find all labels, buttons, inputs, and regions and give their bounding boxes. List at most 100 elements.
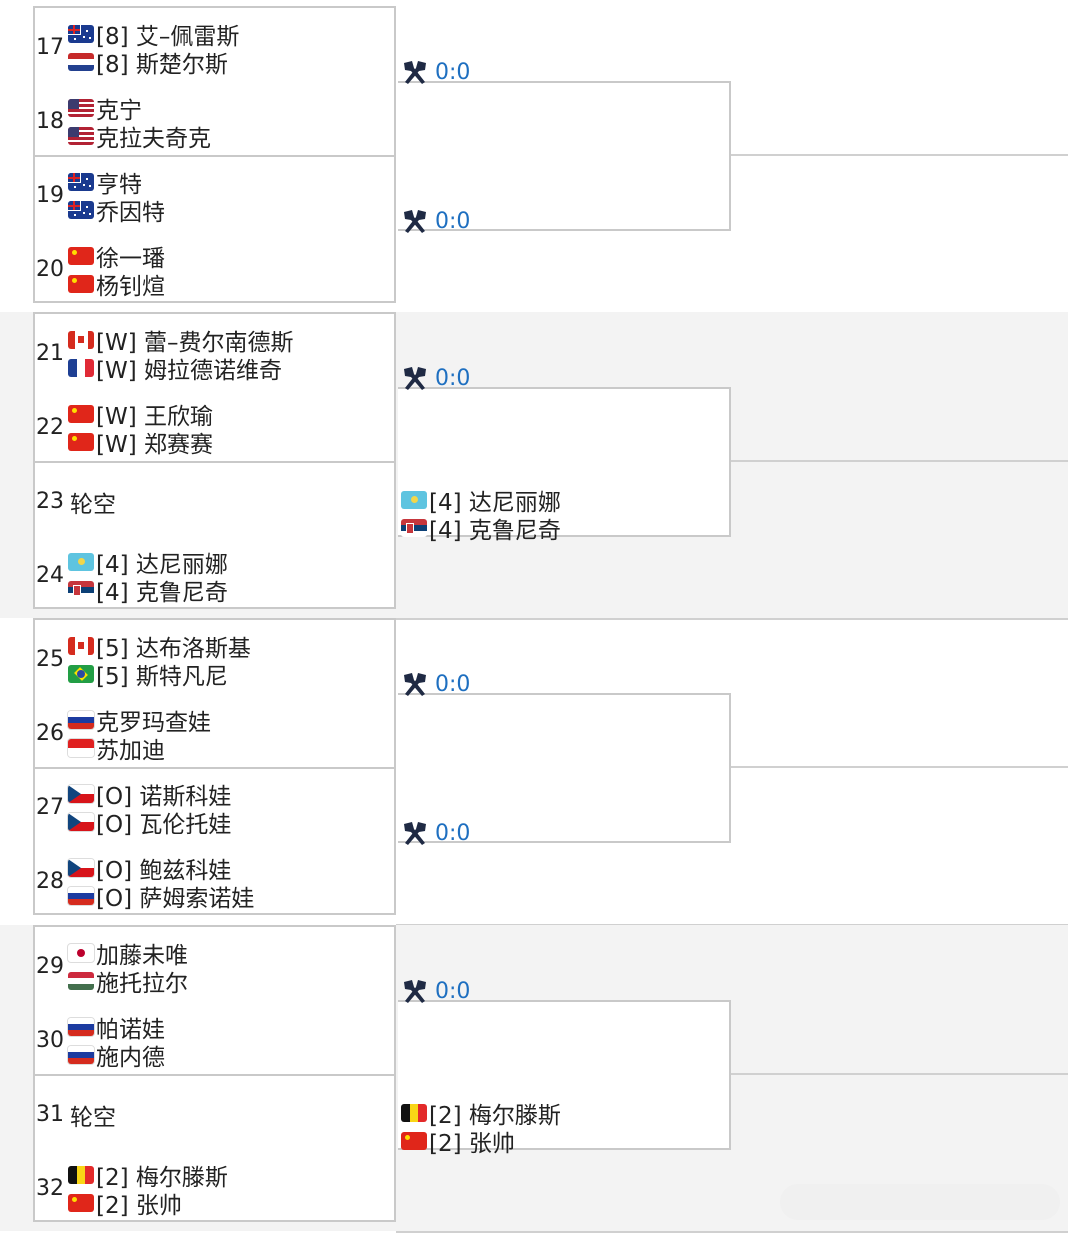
player-name: 帕诺娃	[96, 1017, 165, 1043]
draw-position: 25	[36, 647, 64, 672]
player-name: 克宁	[96, 98, 142, 124]
player-name: [8] 艾–佩雷斯	[96, 24, 240, 50]
player-entry: [2] 张帅	[68, 1189, 182, 1219]
draw-slot[interactable]: 22[W] 王欣瑜[W] 郑赛赛	[36, 398, 396, 458]
flag-rus-icon	[67, 1045, 95, 1065]
draw-slot[interactable]: 21[W] 蕾–费尔南德斯[W] 姆拉德诺维奇	[36, 324, 396, 384]
player-name: [W] 王欣瑜	[96, 404, 213, 430]
draw-position: 17	[36, 35, 64, 60]
draw-slot[interactable]: 20 徐一璠 杨钊煊	[36, 240, 396, 300]
match-score[interactable]: 0:0	[401, 207, 470, 235]
flag-kaz-icon	[401, 491, 427, 509]
draw-slot[interactable]: 29 加藤未唯 施托拉尔	[36, 937, 396, 997]
draw-slot[interactable]: 18 克宁 克拉夫奇克	[36, 92, 396, 152]
flag-rus-icon	[67, 886, 95, 906]
player-name: 徐一璠	[96, 246, 165, 272]
match-score[interactable]: 0:0	[401, 670, 470, 698]
player-name: [2] 梅尔滕斯	[429, 1103, 561, 1129]
player-name: [2] 张帅	[429, 1131, 515, 1157]
player-name: [4] 克鲁尼奇	[96, 580, 228, 606]
player-entry: [4] 达尼丽娜	[68, 548, 228, 578]
score-value: 0:0	[435, 978, 471, 1004]
flag-chn-icon	[68, 433, 94, 451]
match-score[interactable]: 0:0	[401, 977, 470, 1005]
bracket-connector	[731, 154, 1068, 156]
bracket-connector	[731, 766, 1068, 768]
flag-hun-icon	[68, 972, 94, 990]
flag-jpn-icon	[67, 943, 95, 963]
flag-ned-icon	[68, 53, 94, 71]
player-entry: 施托拉尔	[68, 967, 188, 997]
player-name: [4] 克鲁尼奇	[429, 518, 561, 544]
block-divider	[35, 1074, 394, 1076]
flag-chn-icon	[68, 405, 94, 423]
crossed-rackets-icon	[404, 673, 426, 696]
player-entry: [5] 斯特凡尼	[68, 660, 228, 690]
flag-aus-icon	[68, 173, 94, 191]
player-entry: [8] 艾–佩雷斯	[68, 20, 240, 50]
player-name: [2] 梅尔滕斯	[96, 1165, 228, 1191]
player-entry: [O] 鲍兹科娃	[67, 854, 232, 884]
crossed-rackets-icon	[404, 210, 426, 233]
draw-slot[interactable]: 19 亨特 乔因特	[36, 166, 396, 226]
player-name: [W] 郑赛赛	[96, 432, 213, 458]
score-value: 0:0	[435, 59, 471, 85]
player-name: 施内德	[96, 1045, 165, 1071]
score-value: 0:0	[435, 820, 471, 846]
draw-slot[interactable]: 24[4] 达尼丽娜[4] 克鲁尼奇	[36, 546, 396, 606]
draw-position: 27	[36, 795, 64, 820]
draw-position: 18	[36, 109, 64, 134]
player-entry: 克宁	[68, 94, 142, 124]
draw-slot[interactable]: 17 [8] 艾–佩雷斯[8] 斯楚尔斯	[36, 18, 396, 78]
flag-aus-icon	[68, 201, 94, 219]
player-entry: [8] 斯楚尔斯	[68, 48, 228, 78]
player-entry: 施内德	[67, 1041, 165, 1071]
bye-label: 轮空	[70, 492, 116, 518]
watermark	[780, 1184, 1060, 1220]
player-name: [4] 达尼丽娜	[429, 490, 561, 516]
player-name: [O] 瓦伦托娃	[96, 812, 232, 838]
draw-slot[interactable]: 27 [O] 诺斯科娃[O] 瓦伦托娃	[36, 778, 396, 838]
player-entry: [2] 梅尔滕斯	[68, 1161, 228, 1191]
crossed-rackets-icon	[404, 367, 426, 390]
flag-usa-icon	[68, 127, 94, 145]
draw-slot[interactable]: 28[O] 鲍兹科娃[O] 萨姆索诺娃	[36, 852, 396, 912]
score-value: 0:0	[435, 208, 471, 234]
player-entry: 杨钊煊	[68, 270, 165, 300]
player-name: [O] 鲍兹科娃	[96, 858, 232, 884]
player-name: 克罗玛查娃	[96, 710, 211, 736]
block-divider	[35, 461, 394, 463]
draw-position: 21	[36, 341, 64, 366]
crossed-rackets-icon	[404, 822, 426, 845]
match-score[interactable]: 0:0	[401, 819, 470, 847]
second-round-block	[398, 1000, 731, 1150]
flag-cze-icon	[67, 812, 95, 832]
match-score[interactable]: 0:0	[401, 58, 470, 86]
flag-bel-icon	[401, 1104, 427, 1122]
flag-chn-icon	[68, 1194, 94, 1212]
player-name: 杨钊煊	[96, 274, 165, 300]
player-entry: 亨特	[68, 168, 142, 198]
crossed-rackets-icon	[404, 61, 426, 84]
flag-fra-icon	[68, 359, 94, 377]
second-round-block	[398, 81, 731, 231]
flag-can-icon	[68, 331, 94, 349]
draw-slot[interactable]: 32[2] 梅尔滕斯[2] 张帅	[36, 1159, 396, 1219]
bye-label: 轮空	[70, 1105, 116, 1131]
flag-bel-icon	[68, 1166, 94, 1184]
draw-slot[interactable]: 26 克罗玛查娃 苏加迪	[36, 704, 396, 764]
draw-position: 31	[36, 1102, 64, 1127]
match-score[interactable]: 0:0	[401, 364, 470, 392]
player-entry: [W] 郑赛赛	[68, 428, 213, 458]
second-round-block	[398, 387, 731, 537]
flag-kaz-icon	[68, 553, 94, 571]
block-divider	[35, 767, 394, 769]
draw-slot[interactable]: 25[5] 达布洛斯基[5] 斯特凡尼	[36, 630, 396, 690]
flag-usa-icon	[68, 99, 94, 117]
player-entry: [W] 蕾–费尔南德斯	[68, 326, 294, 356]
player-name: [O] 诺斯科娃	[96, 784, 232, 810]
draw-slot[interactable]: 30 帕诺娃 施内德	[36, 1011, 396, 1071]
